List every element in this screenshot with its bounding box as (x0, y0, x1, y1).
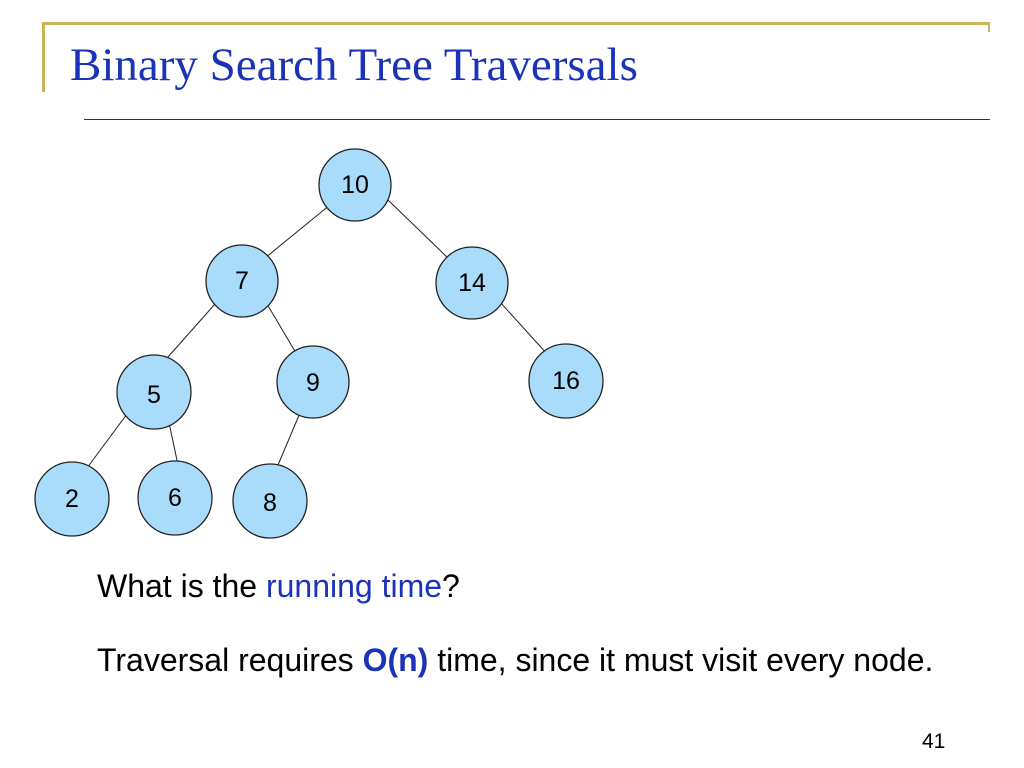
title-accent-frame (42, 22, 990, 92)
tree-node-6: 6 (137, 460, 213, 536)
tree-node-5: 5 (116, 354, 192, 430)
title-accent-tick (988, 22, 990, 32)
binary-search-tree-diagram: 10 7 14 5 9 16 2 6 8 (34, 148, 604, 539)
answer-highlight: O(n) (362, 642, 429, 678)
node-label-5: 5 (147, 381, 161, 409)
tree-node-8: 8 (232, 463, 308, 539)
node-label-10: 10 (341, 171, 369, 199)
answer-prefix: Traversal requires (97, 642, 363, 678)
edge-10-14 (387, 199, 449, 259)
tree-node-2: 2 (34, 461, 110, 537)
tree-node-7: 7 (205, 244, 279, 318)
edge-7-5 (167, 303, 216, 358)
node-label-8: 8 (263, 489, 277, 517)
tree-node-14: 14 (435, 246, 509, 320)
node-label-6: 6 (168, 484, 182, 512)
title-underline (84, 119, 990, 120)
edge-7-9 (266, 303, 297, 354)
node-label-9: 9 (306, 369, 320, 397)
answer-suffix: time, since it must visit every node. (428, 642, 934, 678)
tree-node-10: 10 (318, 148, 392, 222)
slide-title: Binary Search Tree Traversals (70, 39, 638, 91)
tree-node-9: 9 (276, 345, 350, 419)
node-label-2: 2 (65, 485, 79, 513)
node-label-14: 14 (458, 269, 486, 297)
edge-14-16 (499, 301, 549, 356)
node-label-16: 16 (552, 367, 580, 395)
edge-5-2 (86, 409, 131, 469)
edge-9-8 (277, 412, 301, 466)
question-highlight: running time (265, 568, 443, 604)
edge-10-7 (264, 199, 337, 259)
traversal-answer: Traversal requires O(n) time, since it m… (97, 640, 957, 680)
running-time-question: What is the running time? (97, 566, 460, 606)
tree-node-16: 16 (528, 343, 604, 419)
tree-edges (86, 199, 549, 469)
question-suffix: ? (442, 568, 460, 604)
node-label-7: 7 (235, 267, 249, 295)
question-prefix: What is the (97, 568, 266, 604)
slide-number: 41 (922, 730, 946, 753)
